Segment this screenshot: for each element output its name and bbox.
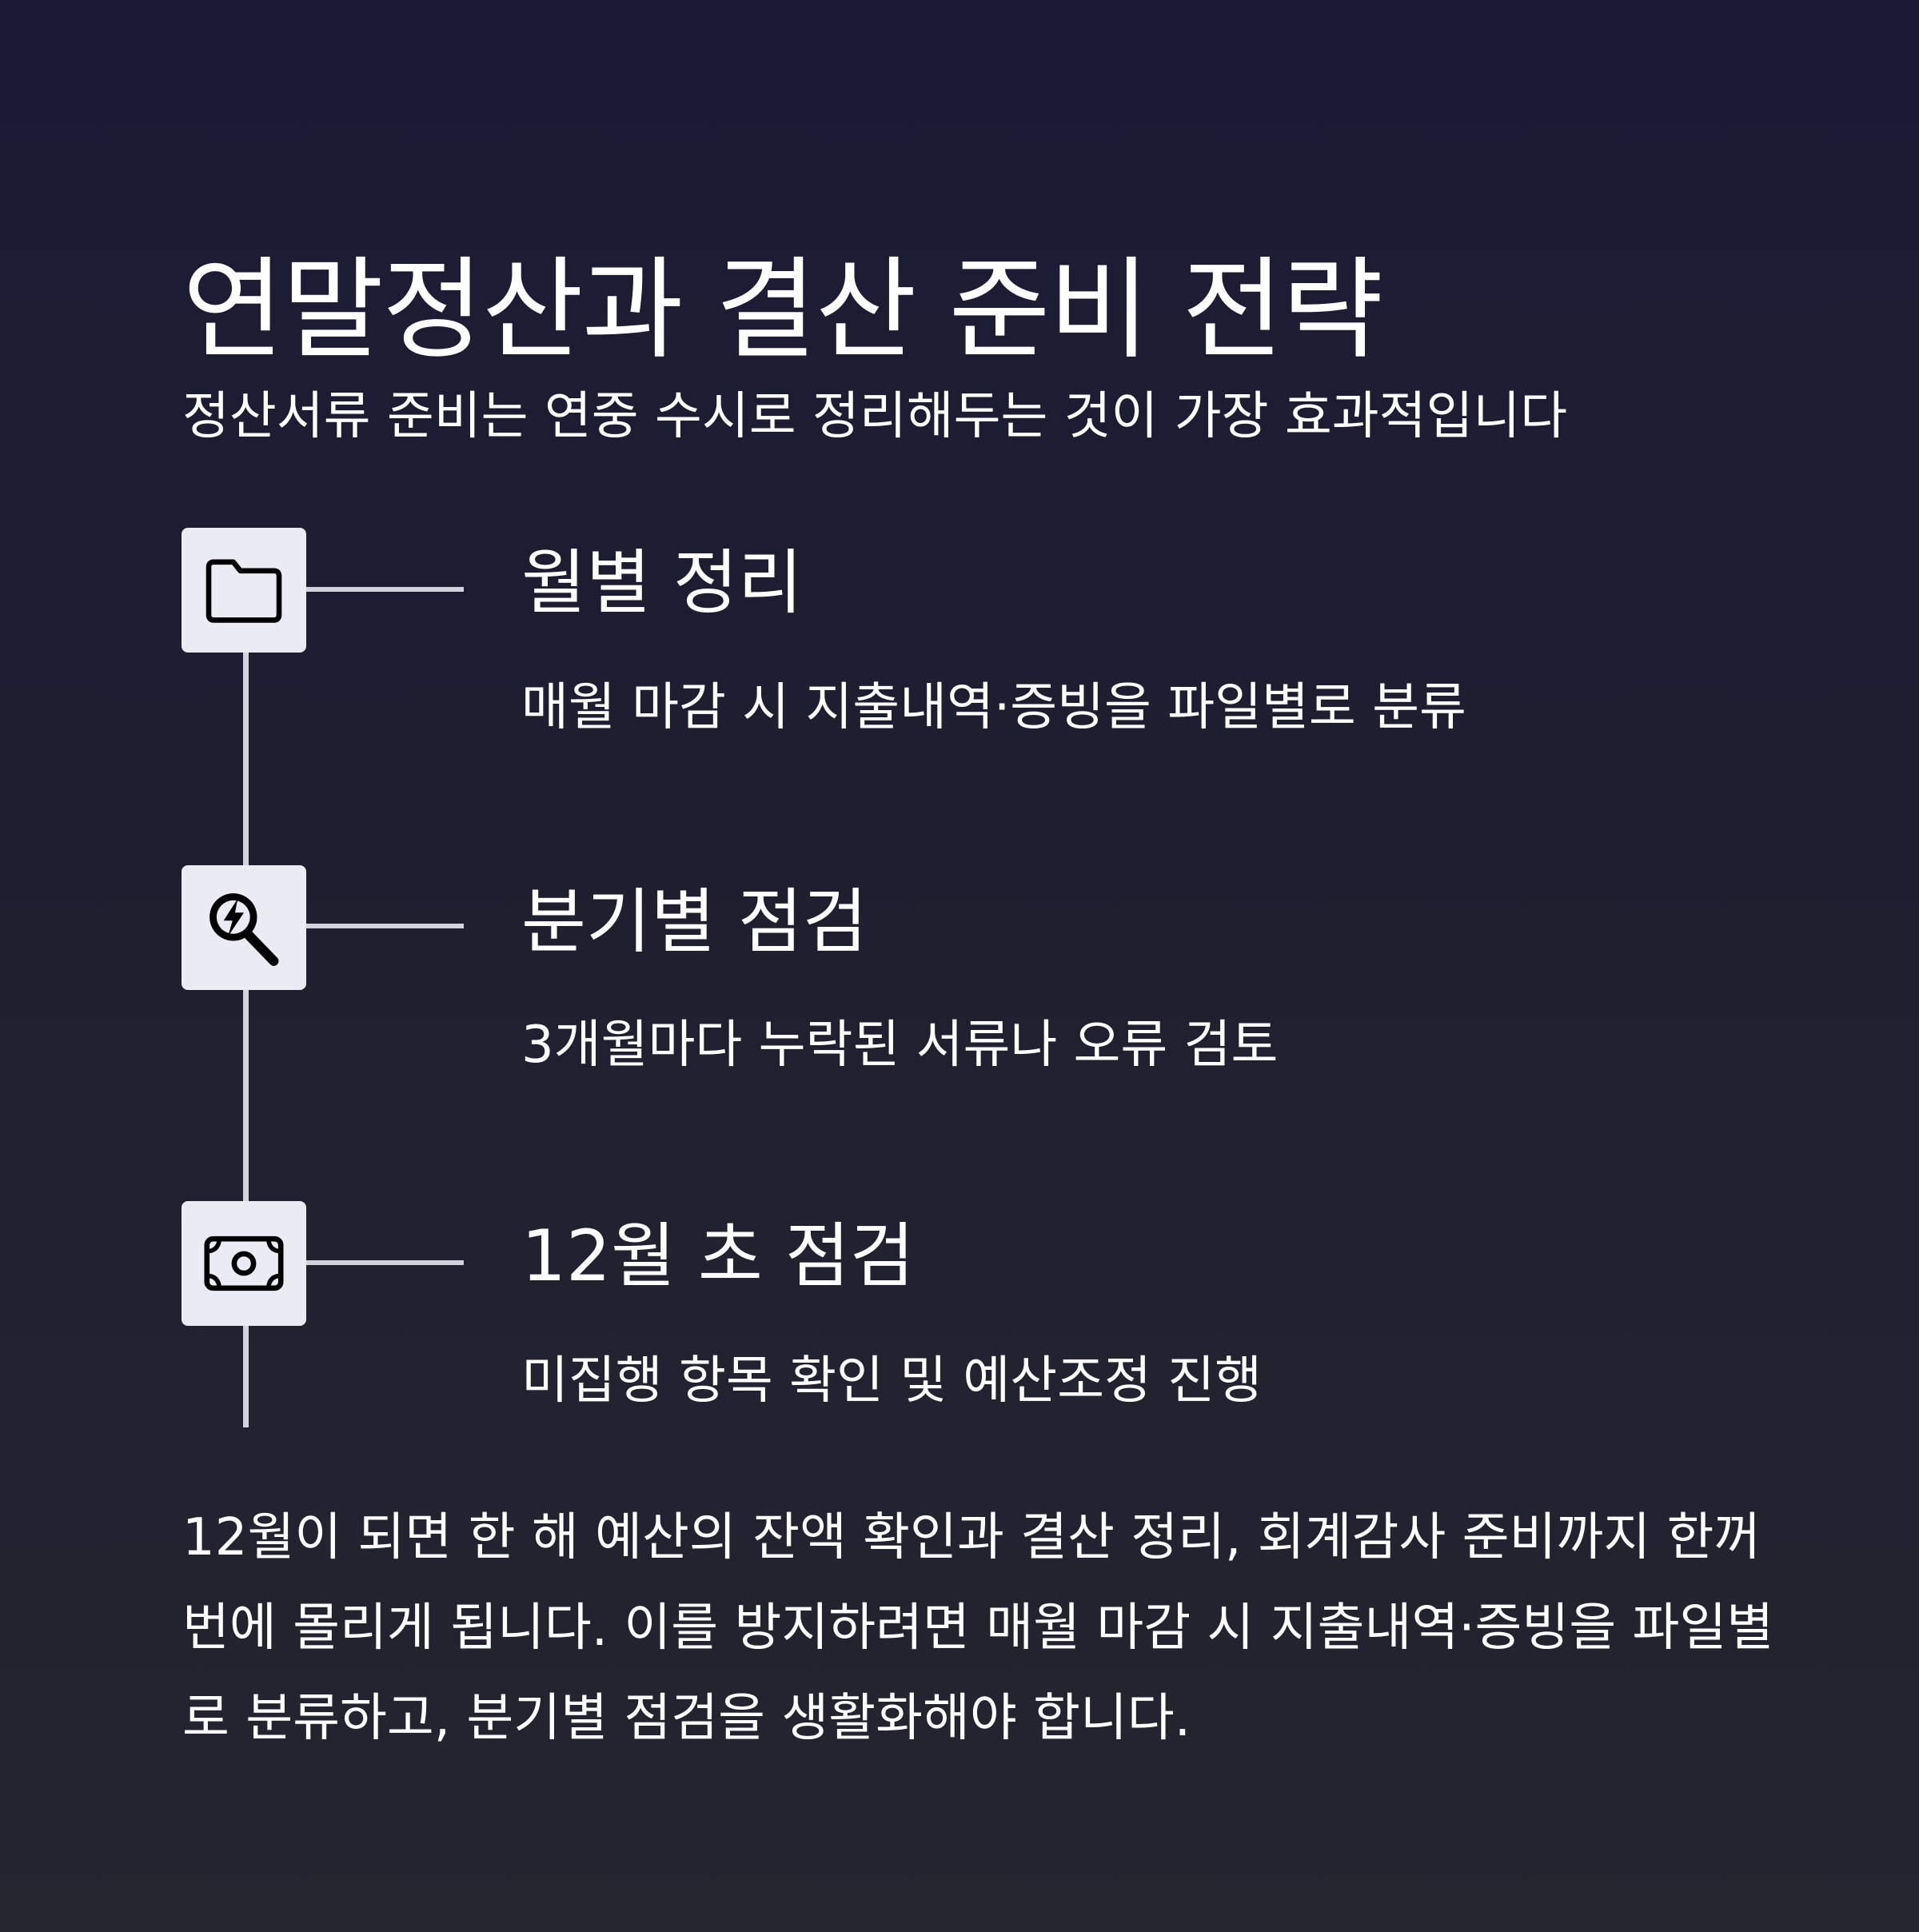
step-2-icon-box [182,865,306,990]
step-2-connector [306,924,464,928]
timeline-line [243,608,249,1427]
step-1-connector [306,587,464,592]
step-3-title: 12월 초 점검 [521,1215,915,1297]
step-3-description: 미집행 항목 확인 및 예산조정 진행 [521,1351,1263,1411]
step-2-title: 분기별 점검 [521,880,868,963]
step-2-description: 3개월마다 누락된 서류나 오류 검토 [521,1016,1279,1075]
step-3-connector [306,1260,464,1265]
step-1-icon-box [182,528,306,653]
search-bolt-icon [209,893,279,966]
step-1-title: 월별 정리 [521,541,803,624]
step-3-icon-box [182,1201,306,1326]
page-subtitle: 정산서류 준비는 연중 수시로 정리해두는 것이 가장 효과적입니다 [182,387,1568,446]
money-icon [204,1235,284,1291]
step-1-description: 매월 마감 시 지출내역·증빙을 파일별로 분류 [521,678,1466,737]
summary-paragraph: 12월이 되면 한 해 예산의 잔액 확인과 결산 정리, 회계감사 준비까지 … [182,1508,1774,1748]
page-title: 연말정산과 결산 준비 전략 [182,245,1383,375]
folder-icon [205,559,282,623]
